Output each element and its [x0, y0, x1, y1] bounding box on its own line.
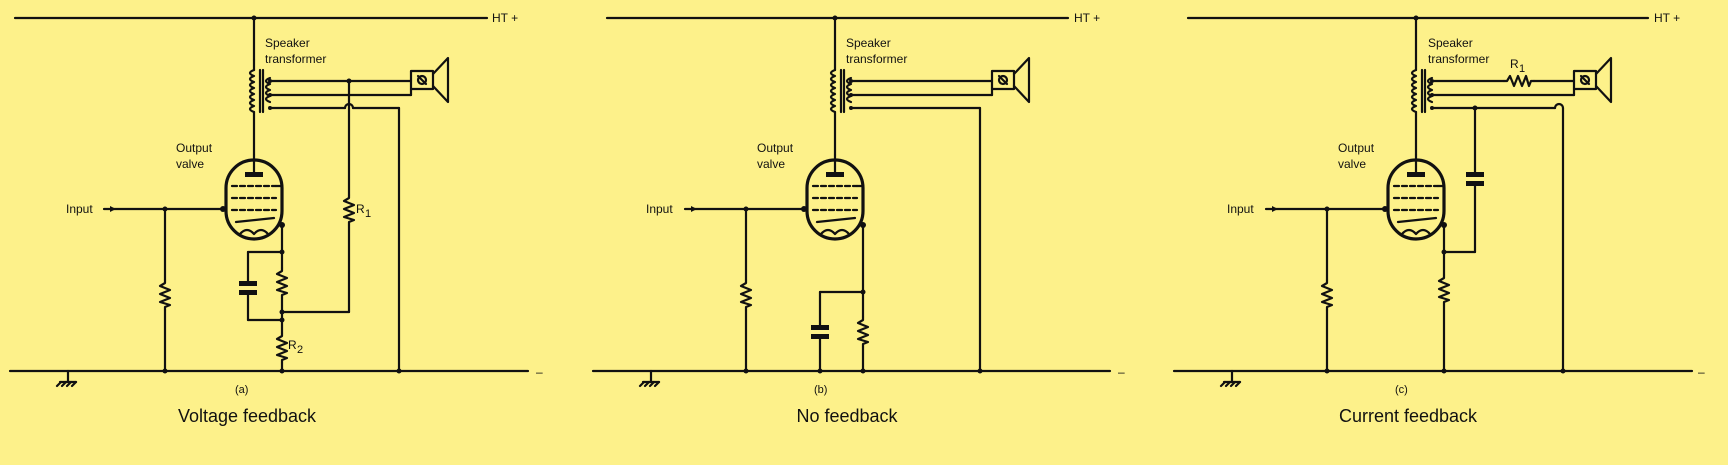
- speaker-transformer: [248, 68, 272, 114]
- caption-no-feedback: No feedback: [796, 406, 898, 426]
- sublabel-b: (b): [814, 384, 827, 396]
- ht-label: HT +: [1654, 11, 1680, 25]
- caption-voltage-feedback: Voltage feedback: [178, 406, 317, 426]
- minus-label: –: [1118, 365, 1125, 379]
- speaker-transformer: [829, 68, 853, 114]
- panel-no-feedback: HT + – Speaker transformer: [591, 11, 1125, 426]
- r1-label: R: [356, 202, 365, 216]
- minus-label: –: [1698, 365, 1705, 379]
- input-label: Input: [66, 202, 93, 216]
- output-valve-label-2: valve: [176, 157, 204, 171]
- output-valve-label: Output: [1338, 141, 1375, 155]
- r1-subscript: 1: [1519, 63, 1525, 75]
- sublabel-a: (a): [235, 384, 248, 396]
- caption-current-feedback: Current feedback: [1339, 406, 1478, 426]
- speaker-transformer-label-2: transformer: [265, 52, 326, 66]
- output-valve-label-2: valve: [1338, 157, 1366, 171]
- speaker-transformer: [1410, 68, 1434, 114]
- input-label: Input: [1227, 202, 1254, 216]
- output-valve-label: Output: [176, 141, 213, 155]
- output-valve: [1386, 153, 1446, 241]
- earth-icon: [55, 369, 78, 388]
- loudspeaker-icon: [990, 56, 1031, 104]
- loudspeaker-icon: [1572, 56, 1613, 104]
- ht-label: HT +: [492, 11, 518, 25]
- sublabel-c: (c): [1395, 384, 1408, 396]
- input-label: Input: [646, 202, 673, 216]
- r1-subscript: 1: [365, 208, 371, 220]
- output-valve: [805, 153, 865, 241]
- earth-icon: [1219, 369, 1242, 388]
- r2-label: R: [288, 338, 297, 352]
- earth-icon: [638, 369, 661, 388]
- speaker-transformer-label: Speaker: [1428, 36, 1473, 50]
- output-valve-label: Output: [757, 141, 794, 155]
- output-valve: [224, 153, 284, 241]
- loudspeaker-icon: [409, 56, 450, 104]
- panel-current-feedback: HT + – Speaker transformer R 1: [1172, 11, 1705, 426]
- output-valve-label-2: valve: [757, 157, 785, 171]
- ht-label: HT +: [1074, 11, 1100, 25]
- speaker-transformer-label-2: transformer: [1428, 52, 1489, 66]
- speaker-transformer-label: Speaker: [265, 36, 310, 50]
- r2-subscript: 2: [297, 344, 303, 356]
- speaker-transformer-label-2: transformer: [846, 52, 907, 66]
- panel-voltage-feedback: HT + – Speaker transformer: [8, 11, 543, 426]
- minus-label: –: [536, 365, 543, 379]
- speaker-transformer-label: Speaker: [846, 36, 891, 50]
- r1-label: R: [1510, 57, 1519, 71]
